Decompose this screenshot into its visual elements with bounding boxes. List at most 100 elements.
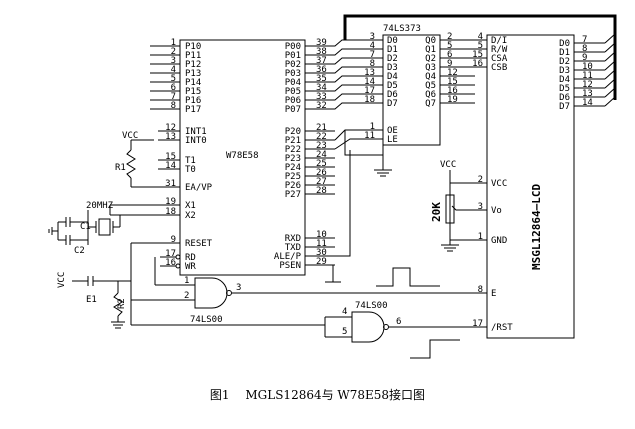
schematic-diagram: W78E58 74LS373 MSGL12864—LCD 74LS00 74LS… xyxy=(48,14,617,359)
mcu-right-pin-number: 27 xyxy=(316,177,327,187)
mcu-left-pin-number: 18 xyxy=(165,207,176,217)
mcu-right-pin-name: PSEN xyxy=(279,261,301,271)
latch-in-pin-number: 18 xyxy=(364,95,375,105)
mcu-left-pin-number: 9 xyxy=(171,235,176,245)
mcu-right-pin-name: P07 xyxy=(285,105,301,115)
lcd-body xyxy=(486,34,575,339)
mcu-left-pin-number: 3 xyxy=(171,56,176,66)
lcd-data-pin-name: D7 xyxy=(559,102,570,112)
latch-in-pin-name: D2 xyxy=(387,54,398,64)
mcu-right-pin-name: P26 xyxy=(285,181,301,191)
c1-label: C1 xyxy=(80,222,91,232)
gate2-pin-number: 4 xyxy=(342,307,347,317)
mcu-left-pin-name: T1 xyxy=(185,156,196,166)
lcd-data-pin-name: D1 xyxy=(559,48,570,58)
latch-in-pin-number: 8 xyxy=(370,59,375,69)
mcu-right-pin-number: 11 xyxy=(316,239,327,249)
mcu-left-pin-number: 19 xyxy=(165,197,176,207)
lcd-data-pin-name: D6 xyxy=(559,93,570,103)
latch-out-pin-number: 2 xyxy=(447,32,452,42)
mcu-right-pin-name: P03 xyxy=(285,69,301,79)
vcc-label-2: VCC xyxy=(57,272,67,288)
lcd-data-pin-name: D3 xyxy=(559,66,570,76)
mcu-right-pin-number: 26 xyxy=(316,168,327,178)
latch-out-pin-number: 5 xyxy=(447,41,452,51)
mcu-left-pin-name: P13 xyxy=(185,69,201,79)
latch-in-pin-name: D5 xyxy=(387,81,398,91)
mcu-right-pin-number: 38 xyxy=(316,47,327,57)
mcu-left-pin-name: P12 xyxy=(185,60,201,70)
mcu-right-pin-name: ALE/P xyxy=(274,252,302,262)
lcd-ctrl-pin-name: VCC xyxy=(491,179,507,189)
lcd-data-pin-number: 9 xyxy=(582,53,587,63)
gate1-pin-number: 2 xyxy=(184,291,189,301)
crystal-label: 20MHZ xyxy=(86,201,114,211)
mcu-right-pin-number: 28 xyxy=(316,186,327,196)
lcd-ctrl-pin-name: Vo xyxy=(491,206,502,216)
lcd-data-pin-name: D2 xyxy=(559,57,570,67)
mcu-left-pin-number: 14 xyxy=(165,161,176,171)
mcu-left-pin-number: 12 xyxy=(165,123,176,133)
mcu-right-pin-name: P27 xyxy=(285,190,301,200)
mcu-left-pin-name: P11 xyxy=(185,51,201,61)
mcu-right-pin-name: P24 xyxy=(285,163,301,173)
mcu-name: W78E58 xyxy=(226,151,259,161)
mcu-right-pin-number: 33 xyxy=(316,92,327,102)
lcd-ctrl-pin-number: 16 xyxy=(472,59,483,69)
pot-label: 20K xyxy=(430,202,443,222)
mcu-left-pin-number: 13 xyxy=(165,132,176,142)
latch-output-wires xyxy=(440,39,487,104)
lcd-ctrl-pin-number: 2 xyxy=(478,175,483,185)
latch-out-pin-name: Q4 xyxy=(425,72,436,82)
latch-in-pin-name: D0 xyxy=(387,36,398,46)
r1-label: R1 xyxy=(115,163,126,173)
mcu-left-pin-number: 31 xyxy=(165,179,176,189)
lcd-data-pin-number: 13 xyxy=(582,89,593,99)
mcu-right-pin-name: P01 xyxy=(285,51,301,61)
mcu-right-pin-number: 24 xyxy=(316,150,327,160)
vcc-label-1: VCC xyxy=(122,131,138,141)
latch-ctrl-pin-name: OE xyxy=(387,126,398,136)
latch-in-pin-number: 3 xyxy=(370,32,375,42)
mcu-left-pin-number: 5 xyxy=(171,74,176,84)
mcu-left-pin-name: P15 xyxy=(185,87,201,97)
mcu-left-pin-name: T0 xyxy=(185,165,196,175)
mcu-right-pin-number: 39 xyxy=(316,38,327,48)
mcu-left-pin-number: 16 xyxy=(165,258,176,268)
latch-out-pin-number: 6 xyxy=(447,50,452,60)
mcu-right-pin-name: P02 xyxy=(285,60,301,70)
mcu-left-pin-name: INT0 xyxy=(185,136,207,146)
mcu-right-pin-name: P22 xyxy=(285,145,301,155)
lcd-ctrl-pin-name: R/W xyxy=(491,45,508,55)
latch-in-pin-number: 4 xyxy=(370,41,375,51)
lcd-ctrl-pin-number: 4 xyxy=(478,32,483,42)
lcd-data-pin-number: 12 xyxy=(582,80,593,90)
mcu-left-pin-name: P17 xyxy=(185,105,201,115)
mcu-right-pin-name: P23 xyxy=(285,154,301,164)
lcd-ctrl-pin-name: CSB xyxy=(491,63,507,73)
mcu-right-pin-number: 29 xyxy=(316,257,327,267)
lcd-data-pin-number: 8 xyxy=(582,44,587,54)
latch-out-pin-name: Q3 xyxy=(425,63,436,73)
mcu-left-pin-number: 6 xyxy=(171,83,176,93)
lcd-ctrl-pin-name: /RST xyxy=(491,323,513,333)
mcu-port0-wires xyxy=(305,39,383,110)
mcu-right-pin-number: 22 xyxy=(316,132,327,142)
latch-out-pin-name: Q7 xyxy=(425,99,436,109)
latch-out-pin-name: Q6 xyxy=(425,90,436,100)
mcu-left-pin-name: RD xyxy=(185,253,196,263)
latch-in-pin-number: 14 xyxy=(364,77,375,87)
latch-out-pin-number: 15 xyxy=(447,77,458,87)
lcd-ctrl-pin-number: 1 xyxy=(478,232,483,242)
mcu-right-pin-number: 32 xyxy=(316,101,327,111)
mcu-left-pin-name: X1 xyxy=(185,201,196,211)
mcu-left-pin-name: P16 xyxy=(185,96,201,106)
mcu-left-pin-number: 1 xyxy=(171,38,176,48)
latch-in-pin-number: 13 xyxy=(364,68,375,78)
mcu-right-pin-name: P25 xyxy=(285,172,301,182)
lcd-data-pin-name: D5 xyxy=(559,84,570,94)
mcu-right-pin-name: P21 xyxy=(285,136,301,146)
latch-in-pin-number: 7 xyxy=(370,50,375,60)
latch-in-pin-name: D6 xyxy=(387,90,398,100)
mcu-right-pin-number: 35 xyxy=(316,74,327,84)
